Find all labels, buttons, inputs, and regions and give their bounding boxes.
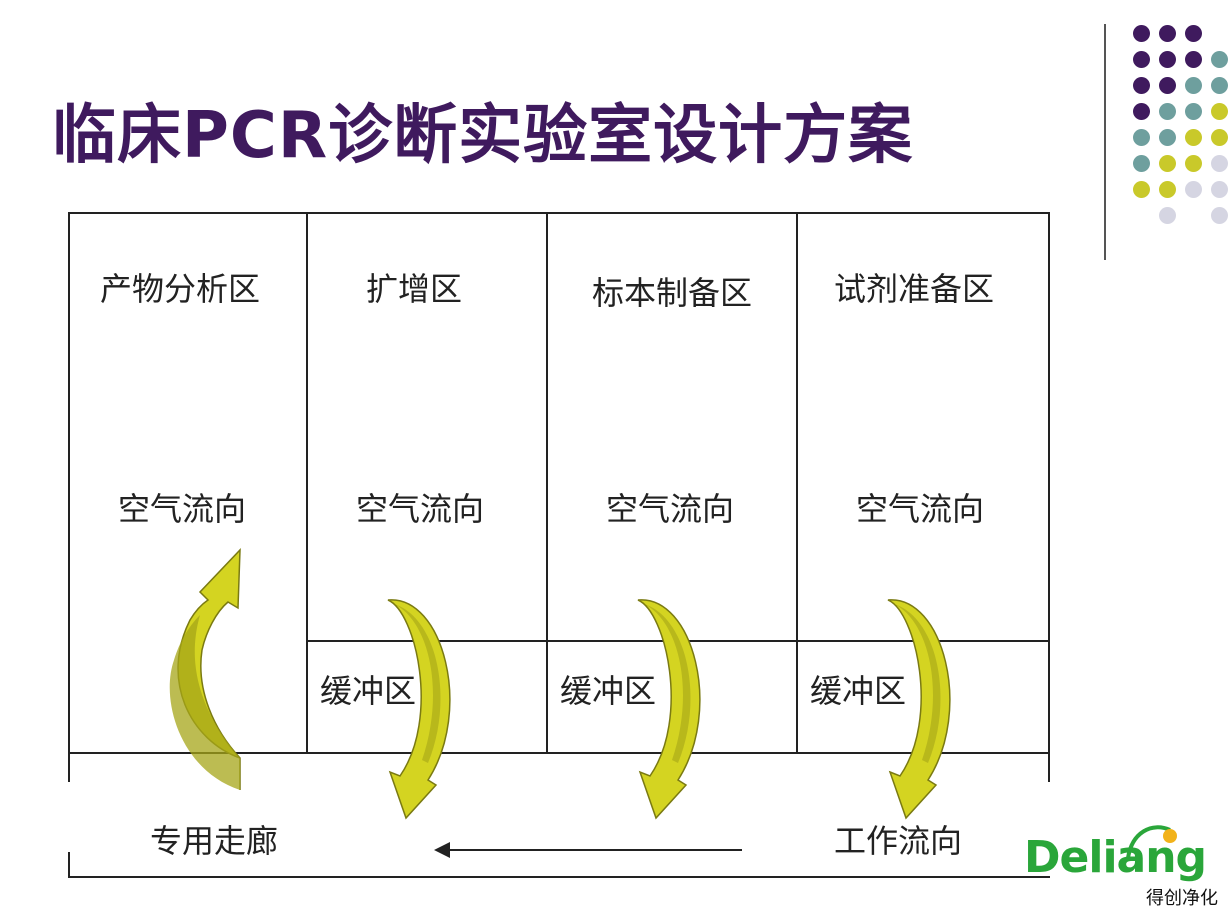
wall-divider-2 (546, 212, 548, 753)
decorative-dot (1159, 181, 1176, 198)
logo-wordmark: Deliang (1024, 832, 1207, 883)
decorative-dot (1211, 207, 1228, 224)
decorative-dot (1211, 51, 1228, 68)
decorative-dot (1211, 129, 1228, 146)
decorative-dot (1133, 51, 1150, 68)
decorative-dot (1211, 103, 1228, 120)
decorative-dot (1185, 25, 1202, 42)
wall-right (1048, 212, 1050, 782)
decorative-dot (1159, 25, 1176, 42)
wall-left (68, 212, 70, 782)
wall-divider-3 (796, 212, 798, 753)
decorative-dot (1185, 103, 1202, 120)
corridor-label: 专用走廊 (150, 822, 279, 860)
airflow-label-3: 空气流向 (606, 490, 735, 528)
decorative-dot (1159, 51, 1176, 68)
decorative-dot (1133, 155, 1150, 172)
decorative-dot (1185, 51, 1202, 68)
decorative-dot (1159, 207, 1176, 224)
logo-subtitle: 得创净化 (1146, 888, 1218, 909)
airflow-arrow-up-icon (169, 548, 241, 790)
decorative-dot (1159, 103, 1176, 120)
decorative-dot (1211, 77, 1228, 94)
corridor-wall-top (68, 752, 1050, 754)
buffer-label-3: 缓冲区 (810, 672, 907, 710)
decorative-dot (1159, 77, 1176, 94)
decorative-dot (1159, 155, 1176, 172)
room-label-specimen-prep: 标本制备区 (592, 274, 753, 312)
airflow-label-1: 空气流向 (118, 490, 247, 528)
decorative-dot (1133, 77, 1150, 94)
wall-top (68, 212, 1050, 214)
decorative-dot (1159, 129, 1176, 146)
decorative-dot (1185, 155, 1202, 172)
room-label-amplification: 扩增区 (366, 270, 463, 308)
decorative-dot (1211, 181, 1228, 198)
decorative-dot (1133, 25, 1150, 42)
decorative-dot (1185, 77, 1202, 94)
buffer-label-2: 缓冲区 (560, 672, 657, 710)
divider-line (1104, 24, 1106, 260)
decorative-dot (1133, 103, 1150, 120)
corridor-wall-left (68, 852, 70, 878)
logo-swoosh-icon (1126, 825, 1177, 859)
airflow-arrow-down-icon-1 (387, 599, 451, 819)
decorative-dot (1211, 155, 1228, 172)
room-label-reagent-prep: 试剂准备区 (834, 270, 995, 308)
airflow-arrow-down-icon-3 (887, 599, 951, 819)
airflow-label-4: 空气流向 (856, 490, 985, 528)
work-flow-label: 工作流向 (834, 822, 963, 860)
wall-divider-1 (306, 212, 308, 753)
airflow-arrow-down-icon-2 (637, 599, 701, 819)
room-label-product-analysis: 产物分析区 (100, 270, 261, 308)
corridor-wall-bottom (68, 876, 1050, 878)
decorative-dot (1133, 129, 1150, 146)
decorative-dot (1185, 129, 1202, 146)
decorative-dot (1133, 181, 1150, 198)
decorative-dot (1185, 181, 1202, 198)
airflow-label-2: 空气流向 (356, 490, 485, 528)
slide-title: 临床PCR诊断实验室设计方案 (52, 99, 914, 173)
buffer-label-1: 缓冲区 (320, 672, 417, 710)
work-flow-arrow-icon (434, 842, 742, 858)
